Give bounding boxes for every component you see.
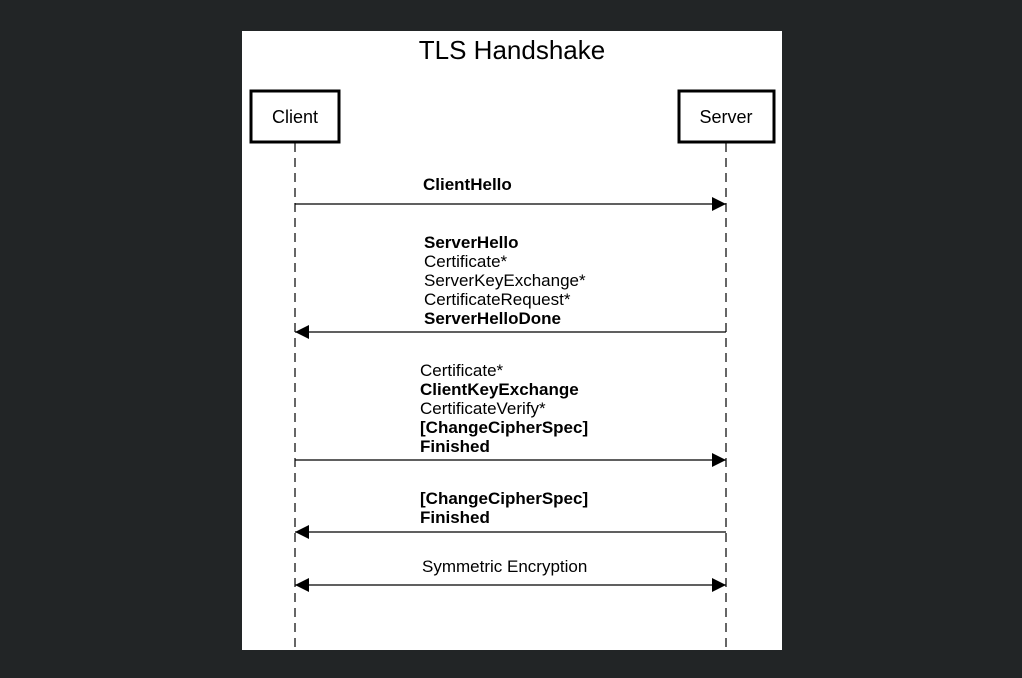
message-label-line: Symmetric Encryption (422, 557, 587, 576)
participant-server: Server (677, 89, 776, 144)
message-label-line: ServerHello (424, 233, 519, 252)
participant-label-client: Client (272, 107, 318, 127)
participant-box-server (677, 89, 776, 144)
message-label-line: ServerHelloDone (424, 309, 561, 328)
message-label-line: ServerKeyExchange* (424, 271, 586, 290)
participant-label-server: Server (699, 107, 752, 127)
message-3: Certificate*ClientKeyExchangeCertificate… (295, 361, 726, 467)
message-2: ServerHelloCertificate*ServerKeyExchange… (295, 233, 726, 339)
arrowhead-left (295, 325, 309, 339)
message-1: ClientHello (295, 175, 726, 211)
participant-box-client (249, 89, 341, 144)
participant-client: Client (249, 89, 341, 144)
message-label-line: ClientHello (423, 175, 512, 194)
message-label-line: CertificateVerify* (420, 399, 546, 418)
messages-group: ClientHelloServerHelloCertificate*Server… (295, 175, 726, 592)
message-label-line: Finished (420, 508, 490, 527)
sequence-diagram: TLS Handshake Client Server ClientHelloS… (249, 35, 776, 650)
arrowhead-left (295, 525, 309, 539)
message-5: Symmetric Encryption (295, 557, 726, 592)
arrowhead-right (712, 453, 726, 467)
message-label-line: Finished (420, 437, 490, 456)
diagram-title: TLS Handshake (419, 35, 605, 65)
message-label-line: ClientKeyExchange (420, 380, 579, 399)
arrowhead-right (712, 197, 726, 211)
message-label-line: Certificate* (420, 361, 504, 380)
message-label-line: CertificateRequest* (424, 290, 571, 309)
message-label-line: Certificate* (424, 252, 508, 271)
message-label-line: [ChangeCipherSpec] (420, 418, 588, 437)
message-4: [ChangeCipherSpec]Finished (295, 489, 726, 539)
message-label-line: [ChangeCipherSpec] (420, 489, 588, 508)
arrowhead-right (712, 578, 726, 592)
arrowhead-left (295, 578, 309, 592)
